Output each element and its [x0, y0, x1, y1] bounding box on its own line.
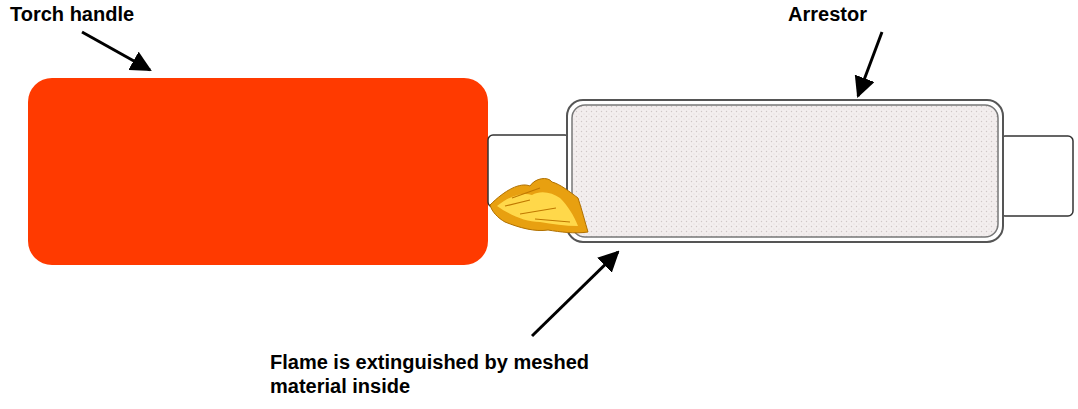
part-label: Flame is extinguished by meshed material… [270, 350, 590, 398]
torch-handle [28, 78, 488, 265]
end-fitting [1000, 136, 1073, 216]
arrestor-body [567, 100, 1003, 242]
leader-arrow [532, 252, 618, 336]
part-label: Arrestor [788, 2, 988, 26]
leader-arrow [858, 32, 882, 96]
arrestor-mesh [572, 105, 998, 237]
flame [490, 179, 588, 233]
leader-arrow [82, 32, 150, 70]
part-label: Torch handle [10, 2, 250, 26]
